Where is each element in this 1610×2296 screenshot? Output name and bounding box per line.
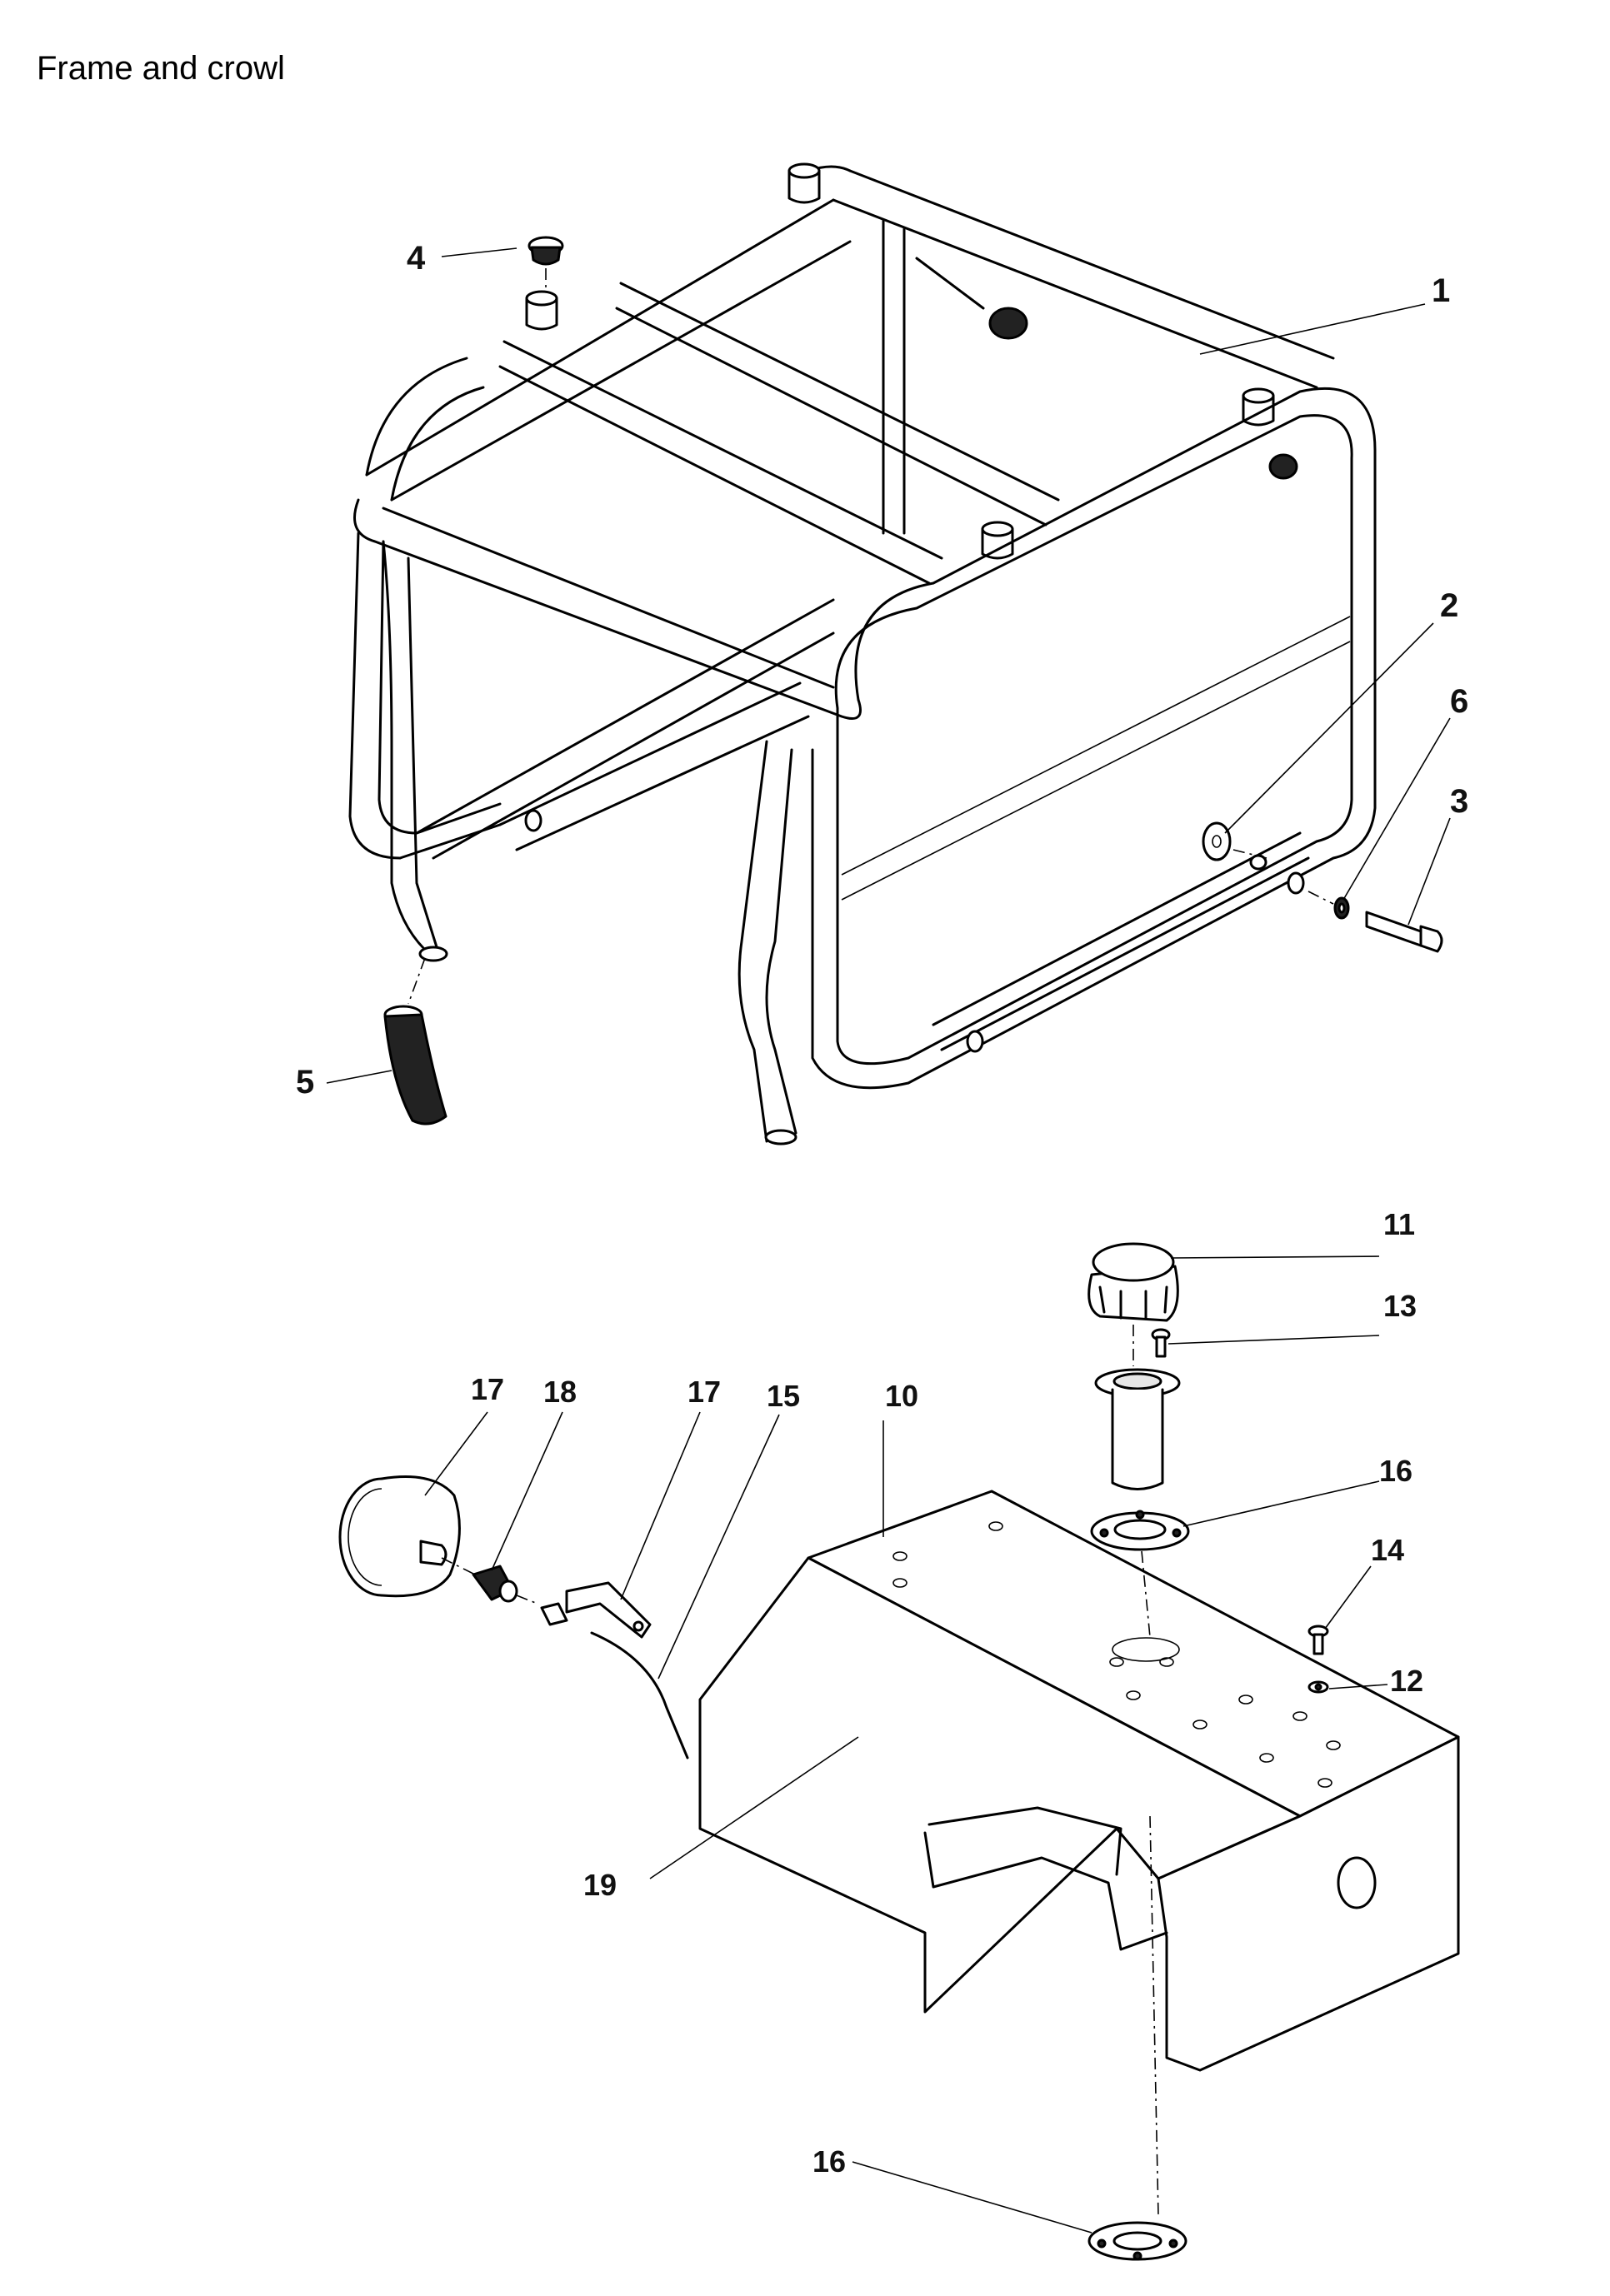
callout-16-top: 16 — [1379, 1454, 1412, 1488]
callout-14: 14 — [1371, 1533, 1404, 1567]
callout-19: 19 — [583, 1868, 617, 1902]
callout-12: 12 — [1390, 1664, 1423, 1698]
leader-lines — [326, 247, 1451, 2234]
screw-13 — [1151, 1328, 1171, 1358]
callout-10: 10 — [885, 1379, 918, 1413]
fuel-cap-11 — [1088, 1242, 1179, 1366]
gasket-16-bottom — [1088, 2221, 1188, 2261]
fastener-set — [1202, 821, 1443, 953]
screw-14 — [1308, 1625, 1329, 1694]
callout-15: 15 — [767, 1379, 800, 1413]
callout-17-muffler: 17 — [471, 1372, 504, 1406]
muffler-17 — [338, 1475, 461, 1598]
plug-cap-4 — [528, 236, 564, 292]
callout-11: 11 — [1383, 1207, 1415, 1241]
fitting-18 — [441, 1557, 538, 1605]
gasket-16-top — [1090, 1510, 1190, 1638]
callout-5: 5 — [296, 1064, 314, 1101]
callout-6: 6 — [1450, 683, 1468, 720]
filler-neck — [1094, 1368, 1181, 1490]
callout-16-bottom: 16 — [812, 2144, 846, 2179]
page-title: Frame and crowl — [37, 50, 285, 87]
frame-assembly — [348, 162, 1377, 1146]
callout-18: 18 — [543, 1375, 577, 1409]
hose-15 — [590, 1631, 689, 1759]
crowl-assembly — [698, 1490, 1460, 2072]
callout-17-bracket: 17 — [688, 1375, 721, 1409]
callout-labels: 4 1 2 6 3 5 11 13 17 18 17 15 10 16 14 1… — [296, 240, 1468, 2179]
callout-3: 3 — [1450, 783, 1468, 820]
rubber-grip-5 — [383, 957, 448, 1126]
callout-1: 1 — [1432, 272, 1450, 309]
bracket-17 — [540, 1581, 652, 1639]
callout-13: 13 — [1383, 1289, 1417, 1323]
callout-4: 4 — [407, 240, 426, 277]
callout-2: 2 — [1440, 587, 1458, 624]
